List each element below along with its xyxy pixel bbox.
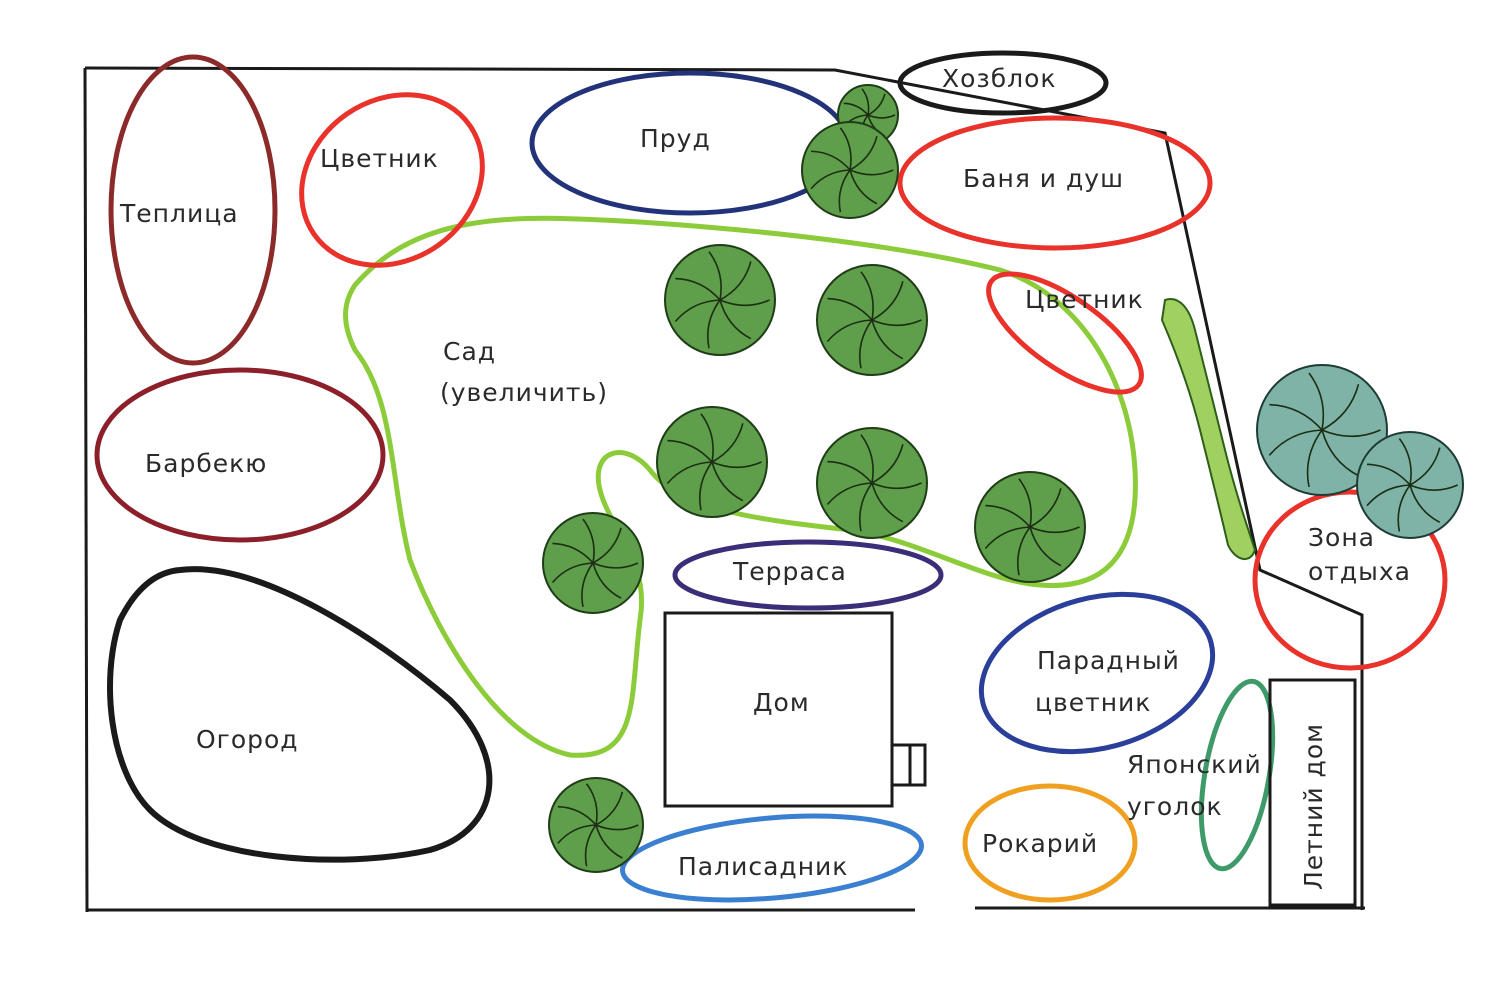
label-utility-block: Хозблок: [942, 64, 1057, 93]
label-japanese-corner-2: уголок: [1127, 792, 1223, 821]
label-flowerbed-right: Цветник: [1025, 285, 1144, 314]
tree-icon: [1256, 364, 1388, 496]
house-icon: [663, 611, 927, 808]
hedge-icon: [1160, 298, 1257, 560]
label-summer-house: Летний дом: [1299, 723, 1328, 890]
label-rockery: Рокарий: [982, 829, 1098, 858]
label-flowerbed-top: Цветник: [320, 144, 439, 173]
vegetable-garden-outline: [107, 566, 493, 863]
tree-icon: [548, 777, 644, 873]
label-rest-zone-2: отдыха: [1308, 557, 1411, 586]
utility-block-outline: [897, 50, 1109, 116]
plot-boundary: [83, 66, 1365, 913]
front-flowerbed-outline: [978, 591, 1216, 755]
front-garden-outline: [620, 813, 924, 903]
label-garden: Сад: [443, 337, 496, 366]
tree-icon: [816, 427, 928, 539]
label-front-flowerbed: Парадный: [1037, 646, 1180, 675]
rest-zone-outline: [1252, 489, 1448, 671]
tree-icon: [801, 121, 899, 219]
greenhouse-outline: [108, 54, 278, 366]
flowerbed-top-outline: [299, 92, 485, 268]
label-front-flowerbed-2: цветник: [1035, 688, 1151, 717]
tree-icon: [664, 244, 776, 356]
label-garden-note: (увеличить): [440, 378, 608, 407]
label-bath-shower: Баня и душ: [963, 164, 1124, 193]
tree-icon: [656, 406, 768, 518]
rockery-outline: [962, 783, 1138, 903]
garden-outline: [343, 215, 1138, 758]
flowerbed-right-outline: [986, 271, 1144, 395]
bath-outline: [897, 115, 1213, 251]
label-pond: Пруд: [640, 124, 711, 153]
label-barbecue: Барбекю: [145, 449, 267, 478]
tree-icon: [816, 264, 928, 376]
label-house: Дом: [753, 688, 810, 717]
tree-icon: [974, 471, 1086, 583]
label-greenhouse: Теплица: [119, 199, 239, 228]
label-front-garden: Палисадник: [678, 852, 848, 881]
label-terrace: Терраса: [732, 557, 847, 586]
barbecue-outline: [94, 367, 386, 543]
terrace-outline: [672, 539, 944, 611]
label-japanese-corner: Японский: [1127, 750, 1262, 779]
tree-icon: [1356, 431, 1464, 539]
tree-icon: [542, 512, 644, 614]
label-rest-zone: Зона: [1308, 523, 1375, 552]
summer-house-icon: [1268, 678, 1357, 907]
label-vegetable-garden: Огород: [196, 725, 299, 754]
